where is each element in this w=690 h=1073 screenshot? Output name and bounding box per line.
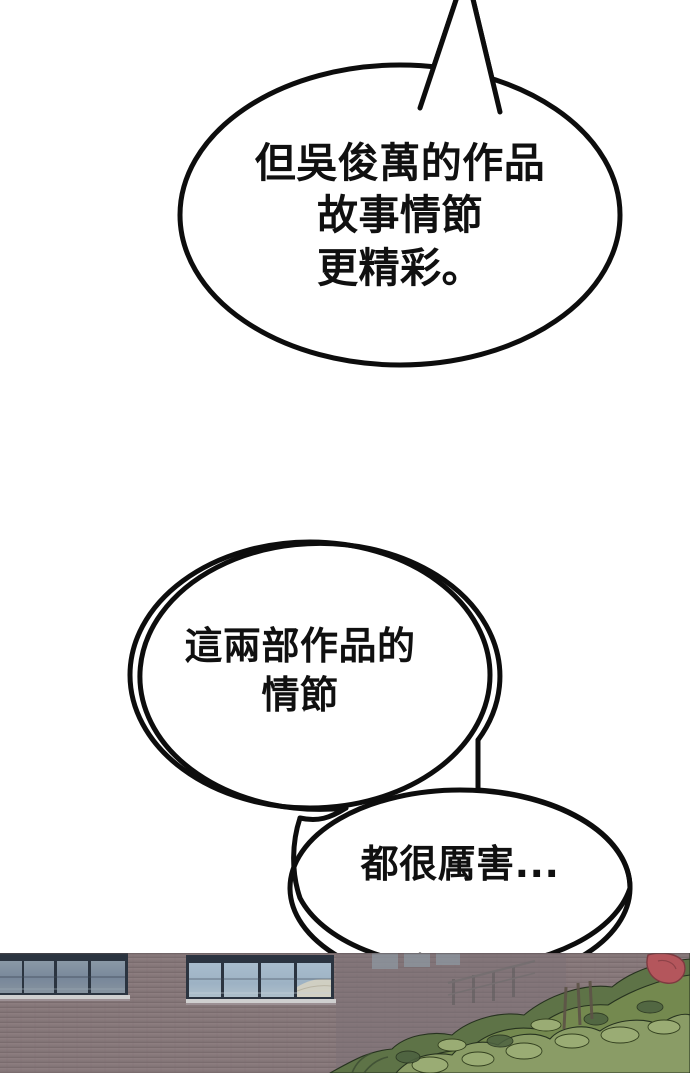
bubble-3-text: 都很厲害... <box>360 842 560 886</box>
window-band-left <box>0 953 130 1001</box>
window-band-right <box>186 955 336 1005</box>
bubble-2-text: 這兩部作品的 情節 <box>184 624 416 717</box>
scene-photo <box>0 953 690 1073</box>
bubble-1-text: 但吳俊萬的作品 故事情節 更精彩。 <box>254 139 546 292</box>
scene-illustration <box>0 953 690 1073</box>
foliage <box>329 953 690 1073</box>
